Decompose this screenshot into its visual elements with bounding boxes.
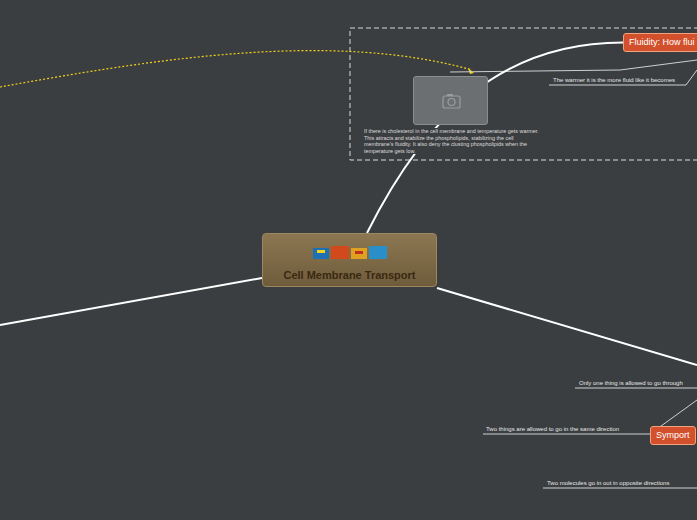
leader-line xyxy=(575,388,697,389)
image-placeholder xyxy=(413,76,488,125)
topic-box: Symport xyxy=(650,426,696,445)
node-text: Fluidity: How flui xyxy=(629,37,695,48)
leader-line xyxy=(543,488,697,489)
branch-line xyxy=(0,278,262,325)
central-topic: Cell Membrane Transport xyxy=(262,233,437,287)
topic-box: Fluidity: How flui xyxy=(623,33,697,52)
node-text: If there is cholesterol in the cell memb… xyxy=(362,128,542,154)
node-text: Symport xyxy=(656,430,690,441)
leader-line xyxy=(549,70,697,85)
topic-icon xyxy=(263,238,438,268)
dashed-boundary xyxy=(350,28,697,160)
leader-line xyxy=(483,434,650,435)
node-text: Cell Membrane Transport xyxy=(263,269,436,281)
note-label: Two things are allowed to go in the same… xyxy=(485,426,620,433)
note-label: Only one thing is allowed to go through xyxy=(578,380,684,387)
note-label: The warmer it is the more fluid like it … xyxy=(552,77,676,84)
image-topic: If there is cholesterol in the cell memb… xyxy=(362,76,542,158)
leader-line xyxy=(450,60,697,72)
dotted-relation xyxy=(0,51,472,87)
relation-head xyxy=(468,68,474,74)
branch-line xyxy=(437,288,697,365)
camera-icon xyxy=(414,77,489,126)
note-label: Two molecules go in out in opposite dire… xyxy=(546,480,670,487)
